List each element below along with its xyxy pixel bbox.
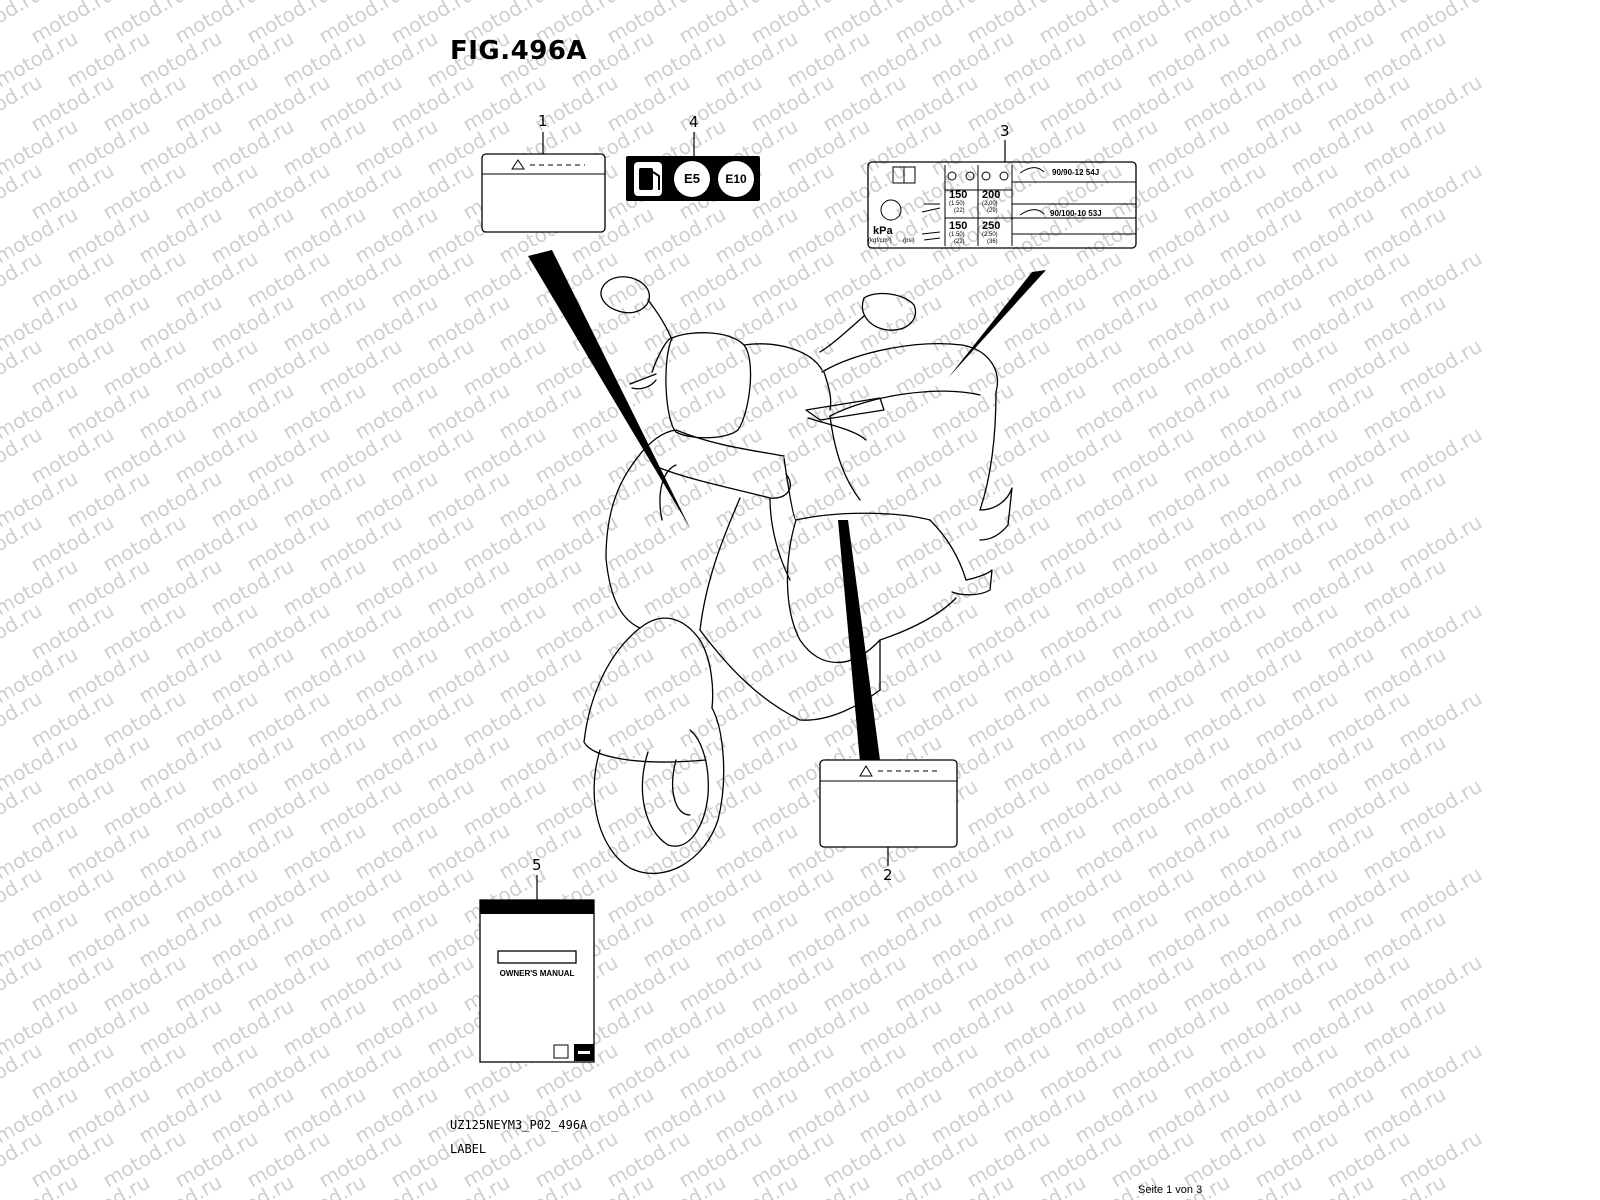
figure-title: FIG.496A (450, 36, 588, 66)
solo-rear-kgf: (2.00) (982, 201, 998, 207)
dual-rear-pressure: 250 (982, 220, 1001, 232)
solo-rear-pressure: 200 (982, 189, 1001, 201)
dual-front-kgf: (1.50) (949, 232, 965, 238)
callout-lines (536, 132, 1006, 900)
brand-logo-icon (553, 1044, 569, 1059)
fuel-badge-e5: E5 (674, 161, 710, 197)
pressure-unit-kgf: (kgf/cm²) (868, 238, 892, 244)
leader-label-2 (838, 520, 880, 762)
front-tire-size: 90/90-12 54J (1052, 168, 1100, 177)
warning-triangle-icon (511, 159, 525, 170)
front-wheel (593, 707, 725, 874)
motorcycle-front-icon (1019, 167, 1045, 174)
drawing-code: UZ125NEYM3_P02_496A (450, 1118, 588, 1132)
rear-tire-size: 90/100-10 53J (1050, 209, 1102, 218)
tire-pressure-icon (880, 199, 902, 221)
motorcycle-rear-icon (1019, 209, 1045, 216)
tire-pressure-label-3 (867, 161, 1137, 249)
warning-label-2 (819, 759, 958, 848)
dual-front-psi: (22) (954, 239, 965, 245)
drawing-caption: LABEL (450, 1142, 487, 1156)
mirror-left (600, 276, 673, 341)
owners-manual-title: OWNER'S MANUAL (499, 969, 575, 978)
leader-label-1 (528, 250, 690, 528)
seat-rear-body (783, 343, 1013, 721)
callout-3: 3 (1000, 122, 1010, 140)
solo-front-kgf: (1.50) (949, 201, 965, 207)
leader-wedges (528, 250, 1046, 762)
fuel-badge-e10: E10 (718, 161, 754, 197)
owners-manual-5 (479, 899, 595, 1063)
front-body (583, 429, 801, 763)
mirror-right (819, 292, 917, 353)
solo-front-pressure: 150 (949, 189, 968, 201)
callout-5: 5 (532, 856, 542, 874)
rider-passenger-icon (921, 231, 941, 241)
pressure-unit-psi: (psi) (903, 238, 915, 244)
handlebar-assembly (629, 332, 885, 441)
solo-front-psi: (22) (954, 208, 965, 214)
dual-front-pressure: 150 (949, 220, 968, 232)
callout-1: 1 (538, 112, 548, 130)
warning-triangle-icon (859, 765, 873, 777)
dual-rear-kgf: (2.50) (982, 232, 998, 238)
solo-rear-psi: (29) (987, 208, 998, 214)
leader-label-3 (948, 270, 1046, 378)
pressure-unit-main: kPa (873, 225, 893, 237)
callout-4: 4 (689, 113, 699, 131)
dual-rear-psi: (36) (987, 239, 998, 245)
warning-label-1 (481, 153, 606, 233)
page-indicator: Seite 1 von 3 (1138, 1184, 1203, 1196)
callout-2: 2 (883, 866, 893, 884)
rider-icon (921, 203, 941, 213)
